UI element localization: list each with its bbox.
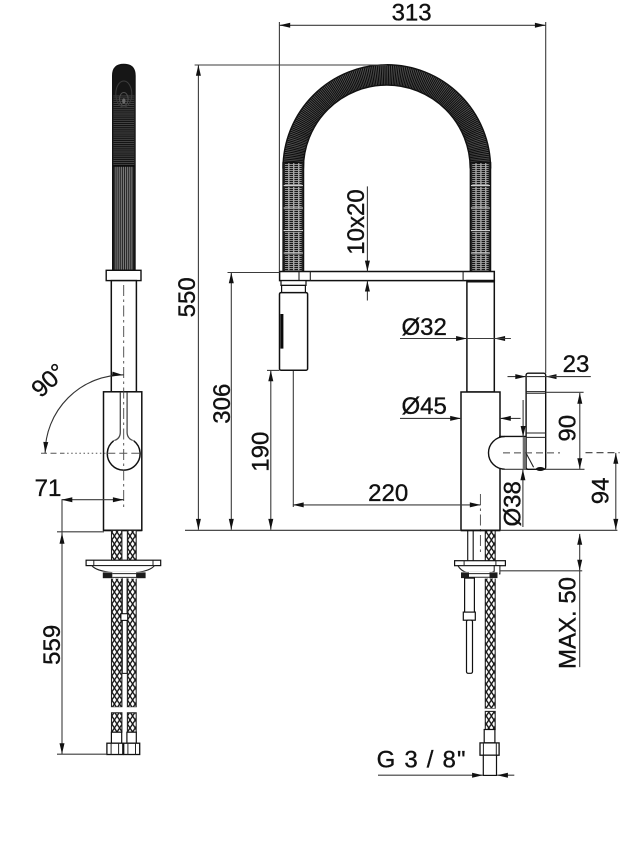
svg-text:220: 220 <box>368 480 408 507</box>
svg-text:MAX. 50: MAX. 50 <box>555 577 582 669</box>
svg-text:90: 90 <box>554 415 581 442</box>
svg-text:306: 306 <box>209 384 236 424</box>
svg-text:550: 550 <box>174 277 201 317</box>
svg-text:71: 71 <box>35 475 62 502</box>
svg-text:Ø38: Ø38 <box>500 481 527 526</box>
svg-text:10x20: 10x20 <box>343 189 370 254</box>
svg-text:313: 313 <box>392 0 432 27</box>
svg-text:G 3 / 8": G 3 / 8" <box>377 747 467 774</box>
svg-text:23: 23 <box>563 351 590 378</box>
svg-text:559: 559 <box>39 625 66 665</box>
svg-text:Ø45: Ø45 <box>402 393 447 420</box>
svg-text:190: 190 <box>247 432 274 472</box>
svg-text:94: 94 <box>587 478 614 505</box>
svg-text:Ø32: Ø32 <box>402 314 447 341</box>
